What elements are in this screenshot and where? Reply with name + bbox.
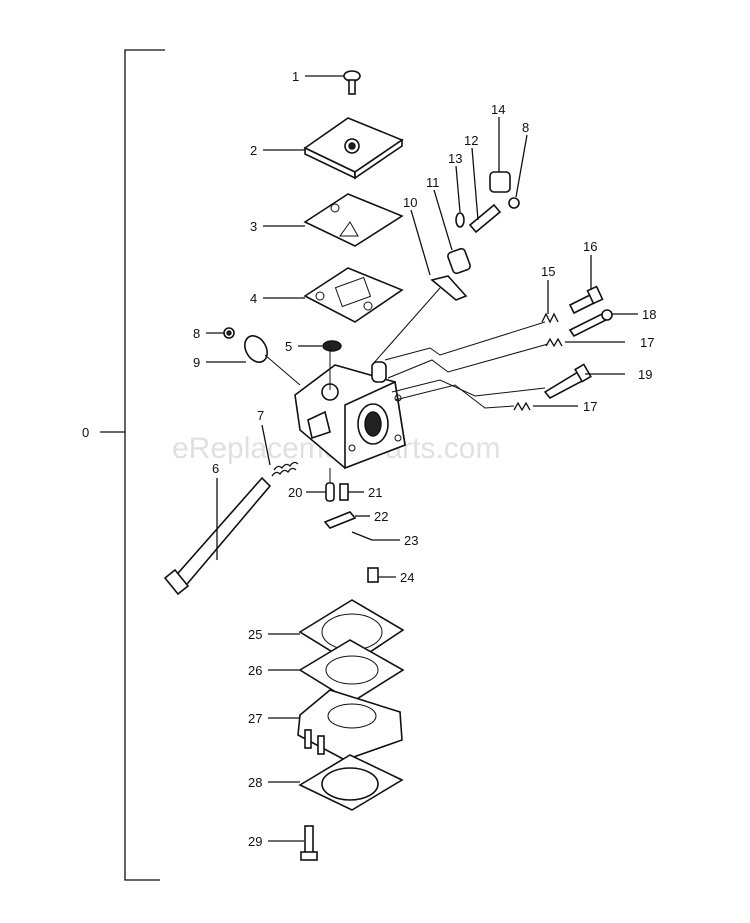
callout-4: 4 [250,291,257,306]
part-28-cover-plate [298,754,404,811]
callout-6: 6 [212,461,219,476]
assembly-bracket: 0 [82,49,165,881]
carburetor-body [294,361,406,470]
callout-3: 3 [250,219,257,234]
callout-2: 2 [250,143,257,158]
callout-29: 29 [248,834,262,849]
part-12-plate [468,203,502,234]
callout-8-right: 8 [522,120,529,135]
part-13-spring [455,212,465,228]
part-14-clip [489,171,511,193]
callout-24: 24 [400,570,414,585]
part-29-screw [300,825,318,861]
callout-20: 20 [288,485,302,500]
part-4-pump-diaphragm [303,267,404,323]
callout-9: 9 [193,355,200,370]
callout-28: 28 [248,775,262,790]
part-2-pump-cover [303,117,404,180]
part-7-spring [271,461,299,477]
part-10-lever [430,275,468,301]
callout-labels: 1 2 3 4 5 6 7 8 8 9 10 11 12 13 14 15 16… [193,69,656,849]
callout-27: 27 [248,711,262,726]
alignment-lines [264,287,549,483]
callout-23: 23 [404,533,418,548]
part-26-diaphragm [298,639,405,703]
callout-7: 7 [257,408,264,423]
part-22-metering-lever [323,511,357,529]
callout-15: 15 [541,264,555,279]
part-8-nut-left [223,327,235,339]
callout-21: 21 [368,485,382,500]
callout-18: 18 [642,307,656,322]
callout-17-upper: 17 [640,335,654,350]
part-20-needle [325,482,335,502]
callout-26: 26 [248,663,262,678]
part-3-gasket [303,193,404,247]
callout-11: 11 [426,175,440,190]
part-24-screw [367,567,379,583]
part-27-cover [297,689,403,761]
part-6-throttle-shaft [163,476,272,596]
callout-22: 22 [374,509,388,524]
part-1-screw [343,70,361,95]
callout-14: 14 [491,102,505,117]
part-16-screw [568,285,604,315]
part-5-screen [322,340,342,352]
part-17-spring-upper [545,337,563,348]
callout-17-lower: 17 [583,399,597,414]
callout-16: 16 [583,239,597,254]
part-18-screw [568,309,613,338]
part-21-spring [339,483,349,501]
part-11-valve [447,247,471,275]
part-9-disc [244,335,268,363]
assembly-label: 0 [82,425,89,440]
callout-10: 10 [403,195,417,210]
callout-1: 1 [292,69,299,84]
leader-lines [206,75,638,842]
part-8-nut-right [508,197,520,209]
callout-12: 12 [464,133,478,148]
part-23-pin [351,531,373,541]
callout-25: 25 [248,627,262,642]
callout-5: 5 [285,339,292,354]
part-17-spring-lower [513,401,531,412]
callout-13: 13 [448,151,462,166]
part-19-screw [543,363,592,400]
callout-19: 19 [638,367,652,382]
part-15-spring [541,312,559,324]
callout-8-left: 8 [193,326,200,341]
